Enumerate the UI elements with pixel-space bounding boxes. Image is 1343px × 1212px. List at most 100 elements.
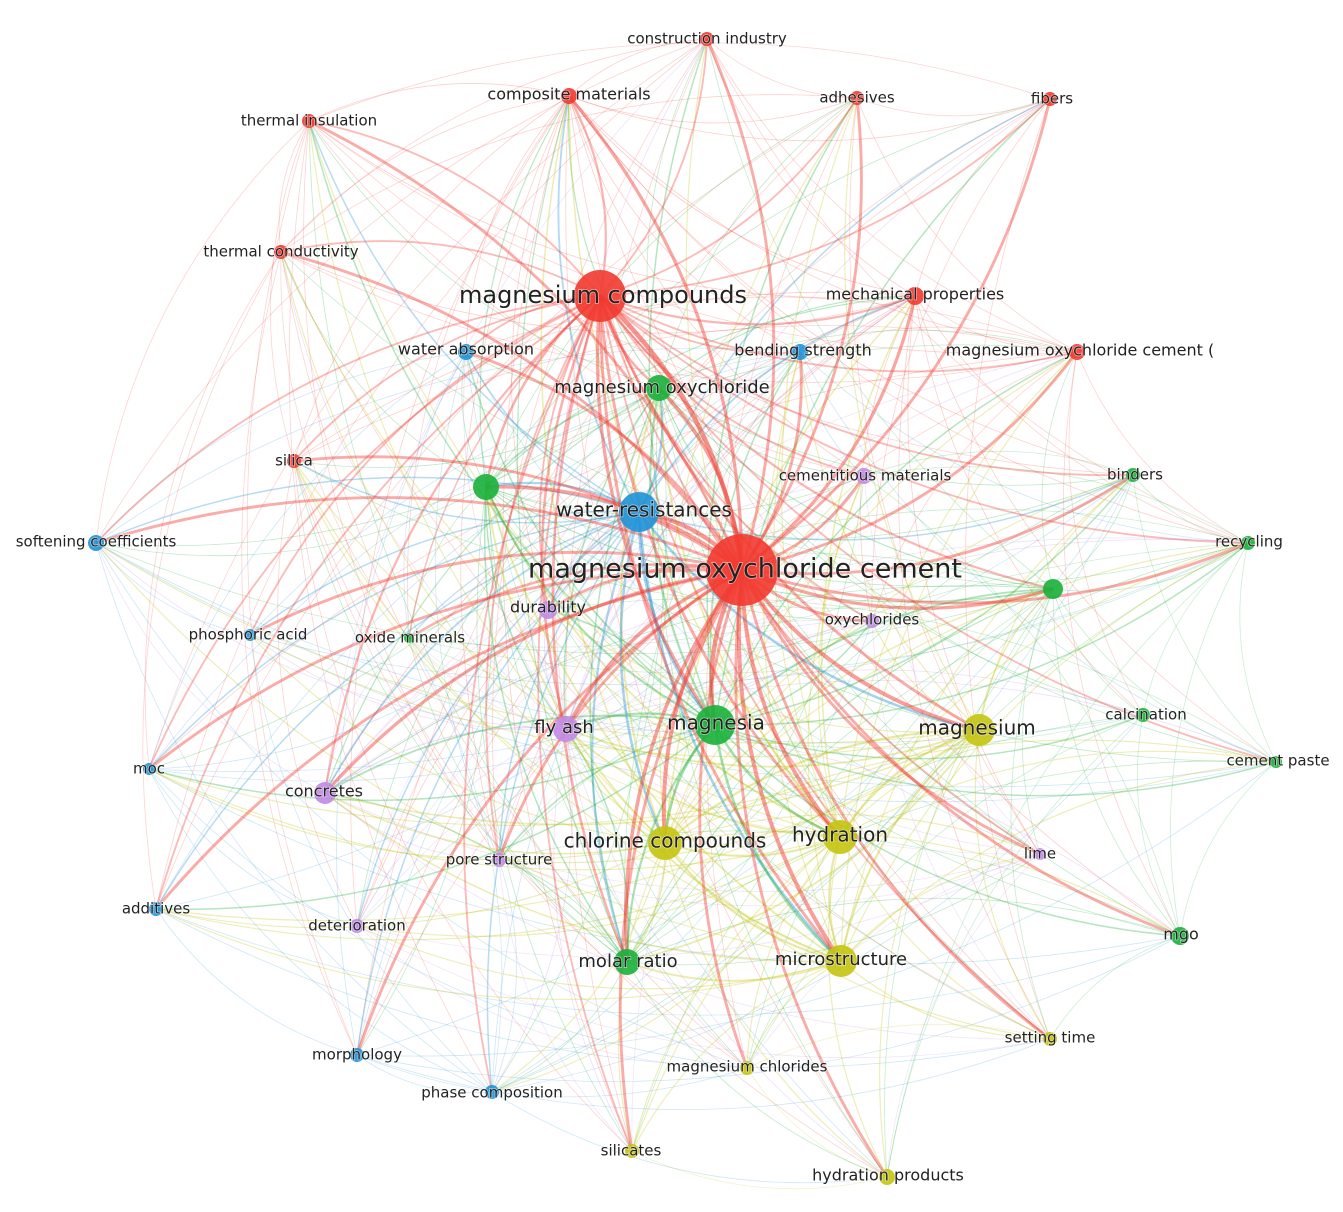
link-mox-g2: [658, 387, 1054, 590]
link-mg-mic: [713, 724, 842, 962]
node-cm[interactable]: [561, 88, 577, 104]
link-adh-add: [155, 97, 858, 910]
link-pa-cp: [249, 634, 1277, 803]
link-cm-ti: [308, 83, 570, 122]
node-hp[interactable]: [879, 1169, 895, 1185]
node-mr[interactable]: [614, 949, 640, 975]
link-ci-fa: [553, 38, 708, 730]
link-bs-moc2: [148, 351, 801, 770]
node-det[interactable]: [350, 919, 364, 933]
link-mic-st: [840, 960, 1051, 1040]
link-ci-sc: [95, 38, 708, 544]
link-pc-mox: [491, 387, 667, 1093]
link-mc-g1: [484, 295, 601, 488]
link-rec-mch: [746, 542, 1249, 1069]
node-mp[interactable]: [906, 287, 924, 305]
node-cem[interactable]: [856, 468, 872, 484]
node-mic[interactable]: [825, 945, 857, 977]
link-con-ps: [324, 792, 500, 861]
node-bs[interactable]: [792, 344, 808, 360]
link-g2-bin: [1052, 474, 1134, 590]
node-mgo[interactable]: [1171, 927, 1189, 945]
node-sc[interactable]: [88, 535, 104, 551]
link-ti-mg: [308, 120, 716, 726]
link-mc-dur: [538, 295, 601, 611]
node-hyd[interactable]: [823, 820, 857, 854]
node-pc[interactable]: [485, 1085, 499, 1099]
link-fib-mp: [914, 98, 1051, 297]
node-mor[interactable]: [350, 1048, 364, 1062]
node-fib[interactable]: [1043, 92, 1057, 106]
link-mc-bs: [599, 295, 801, 354]
node-chc[interactable]: [648, 826, 682, 860]
label-ps: pore structure: [446, 851, 553, 869]
link-mc-cp: [599, 295, 1277, 763]
link-pa-pc: [249, 634, 493, 1093]
node-con[interactable]: [314, 782, 336, 804]
link-mic-sli: [631, 960, 842, 1152]
link-rec-cem: [863, 466, 1249, 544]
link-ci-con: [324, 38, 708, 794]
node-mc[interactable]: [574, 270, 626, 322]
link-g1-mgo: [485, 486, 1181, 937]
node-pa[interactable]: [244, 629, 256, 641]
node-mgm[interactable]: [963, 714, 995, 746]
node-fa[interactable]: [553, 716, 579, 742]
node-sil[interactable]: [287, 454, 301, 468]
node-mch[interactable]: [740, 1061, 754, 1075]
link-wr-chc: [619, 511, 667, 844]
link-sil-mic: [293, 460, 842, 962]
node-moc2[interactable]: [143, 763, 155, 775]
link-om-con: [324, 637, 410, 794]
node-wa[interactable]: [458, 344, 474, 360]
node-tc[interactable]: [274, 245, 288, 259]
node-mox[interactable]: [646, 375, 672, 401]
link-wr-ps: [498, 511, 640, 861]
node-bin[interactable]: [1126, 468, 1140, 482]
link-g2-cp: [1052, 588, 1277, 763]
link-con-mic: [324, 792, 842, 963]
node-lim[interactable]: [1034, 848, 1046, 860]
node-ps[interactable]: [492, 853, 506, 867]
link-sc-mox: [95, 387, 660, 547]
link-mgo-fa: [565, 728, 1181, 937]
link-mgm-hyd: [839, 728, 980, 838]
link-g1-mic: [485, 486, 842, 962]
node-mocp[interactable]: [1069, 344, 1085, 360]
link-tc-g1: [280, 251, 487, 488]
link-adh-mor: [356, 97, 858, 1056]
link-mc-mic: [598, 295, 843, 962]
link-sc-con: [95, 542, 326, 794]
node-mg[interactable]: [695, 705, 735, 745]
node-oxc[interactable]: [865, 614, 879, 628]
link-g2-mgo: [1052, 588, 1181, 937]
node-sli[interactable]: [625, 1144, 639, 1158]
node-adh[interactable]: [850, 91, 864, 105]
link-cm-wa: [465, 95, 570, 353]
link-fib-mg: [714, 98, 1051, 726]
node-st[interactable]: [1043, 1032, 1057, 1046]
link-mox-mg: [649, 387, 716, 726]
node-moc[interactable]: [706, 534, 778, 606]
link-mp-hyd: [820, 295, 916, 838]
link-pc-ps: [491, 859, 517, 1093]
node-ci[interactable]: [700, 32, 714, 46]
link-rec-dur: [547, 508, 1249, 611]
node-wr[interactable]: [619, 492, 659, 532]
link-mc-bin: [599, 295, 1134, 477]
node-dur[interactable]: [539, 601, 557, 619]
node-rec[interactable]: [1241, 536, 1255, 550]
node-add[interactable]: [149, 902, 163, 916]
node-ti[interactable]: [302, 114, 316, 128]
link-mgo-st: [1049, 935, 1181, 1040]
node-om[interactable]: [404, 633, 414, 643]
link-pa-rec: [249, 542, 1249, 686]
link-moc2-mgo: [148, 768, 1181, 965]
node-cal[interactable]: [1136, 708, 1150, 722]
node-cp[interactable]: [1270, 756, 1282, 768]
node-g1[interactable]: [473, 474, 499, 500]
link-rec-cal: [1142, 542, 1249, 716]
node-g2[interactable]: [1043, 579, 1063, 599]
link-mc-g2: [599, 295, 1054, 591]
